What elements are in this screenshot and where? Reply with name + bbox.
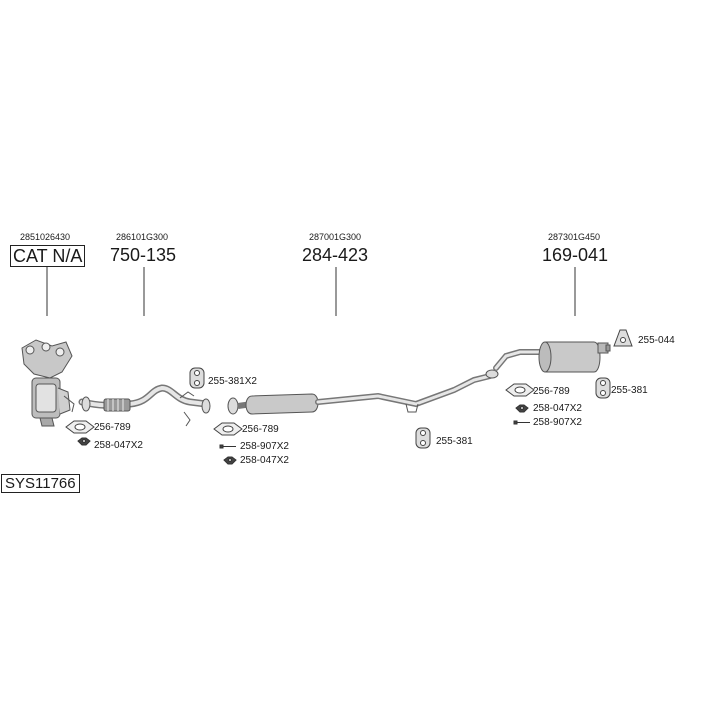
fitting-label[interactable]: 258-047X2 xyxy=(240,455,289,466)
gasket-icon xyxy=(505,383,535,397)
fitting-label[interactable]: 255-044 xyxy=(638,335,675,346)
bolt-icon xyxy=(219,444,236,449)
gasket-icon xyxy=(65,420,95,434)
catalytic-converter-drawing xyxy=(21,339,75,427)
rubber-hanger-icon xyxy=(415,427,431,449)
center-silencer-drawing xyxy=(227,369,499,415)
nut-icon xyxy=(515,404,529,413)
nut-icon xyxy=(77,437,91,446)
fitting-label[interactable]: 255-381 xyxy=(611,385,648,396)
system-code-badge: SYS11766 xyxy=(1,474,80,493)
oem-number-rear-silencer: 287301G450 xyxy=(548,232,601,242)
fitting-label[interactable]: 258-907X2 xyxy=(240,441,289,452)
fitting-label[interactable]: 255-381X2 xyxy=(208,376,257,387)
rubber-hanger-icon xyxy=(189,367,205,389)
fitting-label[interactable]: 256-789 xyxy=(94,422,131,433)
oem-number-center-silencer: 287001G300 xyxy=(309,232,362,242)
front-pipe-drawing xyxy=(78,384,211,427)
fitting-label[interactable]: 258-047X2 xyxy=(533,403,582,414)
part-number-catalyst[interactable]: CAT N/A xyxy=(10,245,86,267)
fitting-label[interactable]: 255-381 xyxy=(436,436,473,447)
fitting-label[interactable]: 256-789 xyxy=(242,424,279,435)
part-number-center-silencer[interactable]: 284-423 xyxy=(302,245,369,265)
rubber-bracket-icon xyxy=(613,329,633,347)
rubber-hanger-icon xyxy=(595,377,611,399)
fitting-label[interactable]: 258-907X2 xyxy=(533,417,582,428)
oem-number-front-pipe: 286101G300 xyxy=(116,232,169,242)
gasket-icon xyxy=(213,422,243,436)
part-number-front-pipe[interactable]: 750-135 xyxy=(110,245,177,265)
fitting-label[interactable]: 256-789 xyxy=(533,386,570,397)
rear-silencer-drawing xyxy=(493,341,611,373)
fitting-label[interactable]: 258-047X2 xyxy=(94,440,143,451)
oem-number-catalyst: 2851026430 xyxy=(20,232,71,242)
part-number-rear-silencer[interactable]: 169-041 xyxy=(542,245,609,265)
nut-icon xyxy=(223,456,237,465)
bolt-icon xyxy=(513,420,530,425)
